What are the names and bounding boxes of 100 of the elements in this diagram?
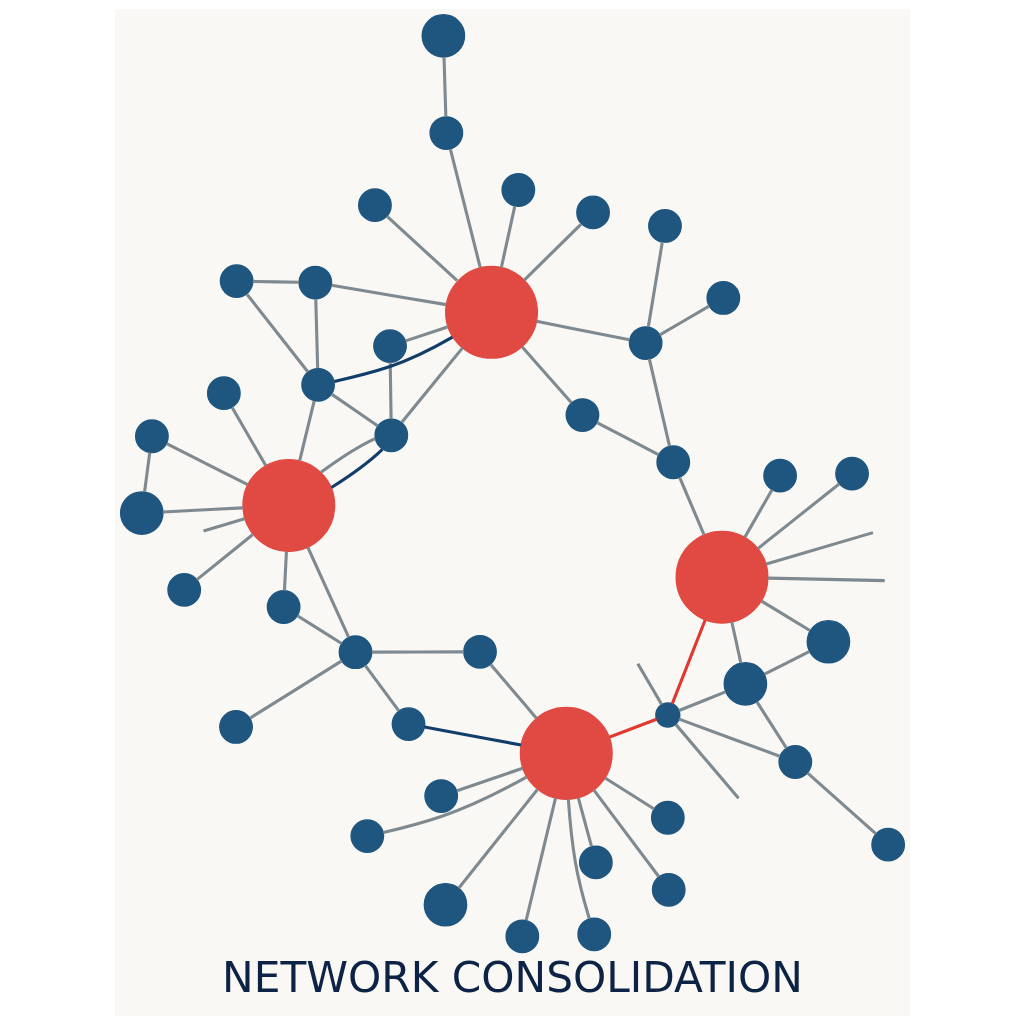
connector <box>319 436 376 474</box>
node-circle <box>565 397 599 432</box>
connector <box>297 400 316 461</box>
connector <box>385 214 458 282</box>
node-circle <box>705 280 740 315</box>
node-circle <box>444 265 538 359</box>
connector <box>330 447 383 489</box>
node-circle <box>834 456 869 490</box>
node-circle <box>134 418 169 453</box>
node-circle <box>654 701 680 728</box>
connector <box>282 550 288 591</box>
connector <box>142 451 151 492</box>
node-circle <box>578 845 613 879</box>
connector <box>674 723 740 799</box>
node-circle <box>206 375 241 410</box>
connector <box>670 618 707 704</box>
connector <box>678 689 726 712</box>
node-circle <box>266 589 301 624</box>
connector <box>382 775 527 834</box>
connector <box>742 488 773 538</box>
connector <box>162 505 243 513</box>
connector <box>248 659 343 719</box>
connector <box>442 56 447 117</box>
connector <box>677 476 705 535</box>
node-circle <box>777 744 812 779</box>
connector <box>608 717 657 739</box>
connector <box>245 293 309 373</box>
connector <box>806 771 877 835</box>
node-circle <box>218 709 253 744</box>
connector <box>306 546 350 638</box>
connector <box>230 406 267 466</box>
connector <box>313 298 319 368</box>
connector <box>423 725 521 746</box>
connector <box>767 576 885 582</box>
connector <box>765 530 873 566</box>
connector <box>388 361 393 419</box>
diagram-title: NETWORK CONSOLIDATION <box>221 952 803 1002</box>
node-circle <box>628 325 663 360</box>
node-circle <box>575 194 610 229</box>
connector <box>729 621 742 663</box>
connector <box>404 324 448 342</box>
node-circle <box>675 530 769 624</box>
node-circle <box>166 572 201 607</box>
connector <box>400 346 464 423</box>
connector <box>371 649 464 654</box>
node-circle <box>462 634 497 669</box>
node-circle <box>650 800 685 835</box>
node-circle <box>373 417 408 452</box>
connector <box>647 358 671 446</box>
node-circle <box>372 328 407 363</box>
connector <box>535 319 630 341</box>
connector <box>595 420 659 456</box>
connector <box>202 516 245 532</box>
connector <box>456 766 523 792</box>
connector <box>448 148 482 268</box>
connector <box>524 797 557 920</box>
connector <box>330 392 379 427</box>
node-circle <box>519 706 613 800</box>
connector <box>636 662 663 705</box>
node-circle <box>576 916 611 951</box>
node-circle <box>423 882 467 927</box>
node-circle <box>647 208 682 243</box>
connector <box>658 304 710 336</box>
connector <box>592 788 660 878</box>
node-circle <box>723 661 767 706</box>
node-circle <box>421 13 465 58</box>
connector <box>756 482 840 550</box>
connector <box>489 663 538 719</box>
connector <box>333 335 453 383</box>
connector <box>165 441 248 486</box>
connector <box>252 279 299 284</box>
node-circle <box>504 918 539 953</box>
connector <box>646 241 664 327</box>
connector <box>520 345 572 403</box>
node-circle <box>651 872 686 907</box>
connector <box>576 796 593 847</box>
connector <box>330 283 446 306</box>
connector <box>603 776 655 810</box>
connector <box>296 613 342 645</box>
node-circle <box>297 265 332 299</box>
node-circle <box>806 619 850 664</box>
connector <box>763 649 810 676</box>
node-circle <box>428 115 463 150</box>
node-circle <box>655 444 690 479</box>
connector <box>755 700 788 749</box>
node-circle <box>119 490 164 535</box>
connector <box>363 663 400 712</box>
node-circle <box>349 818 384 853</box>
node-circle <box>300 367 335 402</box>
node-circle <box>870 827 905 862</box>
connector <box>499 205 516 268</box>
connector <box>457 788 538 889</box>
connector <box>522 222 582 281</box>
node-circle <box>423 778 458 813</box>
node-circle <box>219 263 254 298</box>
connector <box>678 717 780 758</box>
node-circle <box>762 458 797 493</box>
node-circle <box>241 458 335 552</box>
connector <box>760 599 811 632</box>
connector <box>566 798 591 919</box>
